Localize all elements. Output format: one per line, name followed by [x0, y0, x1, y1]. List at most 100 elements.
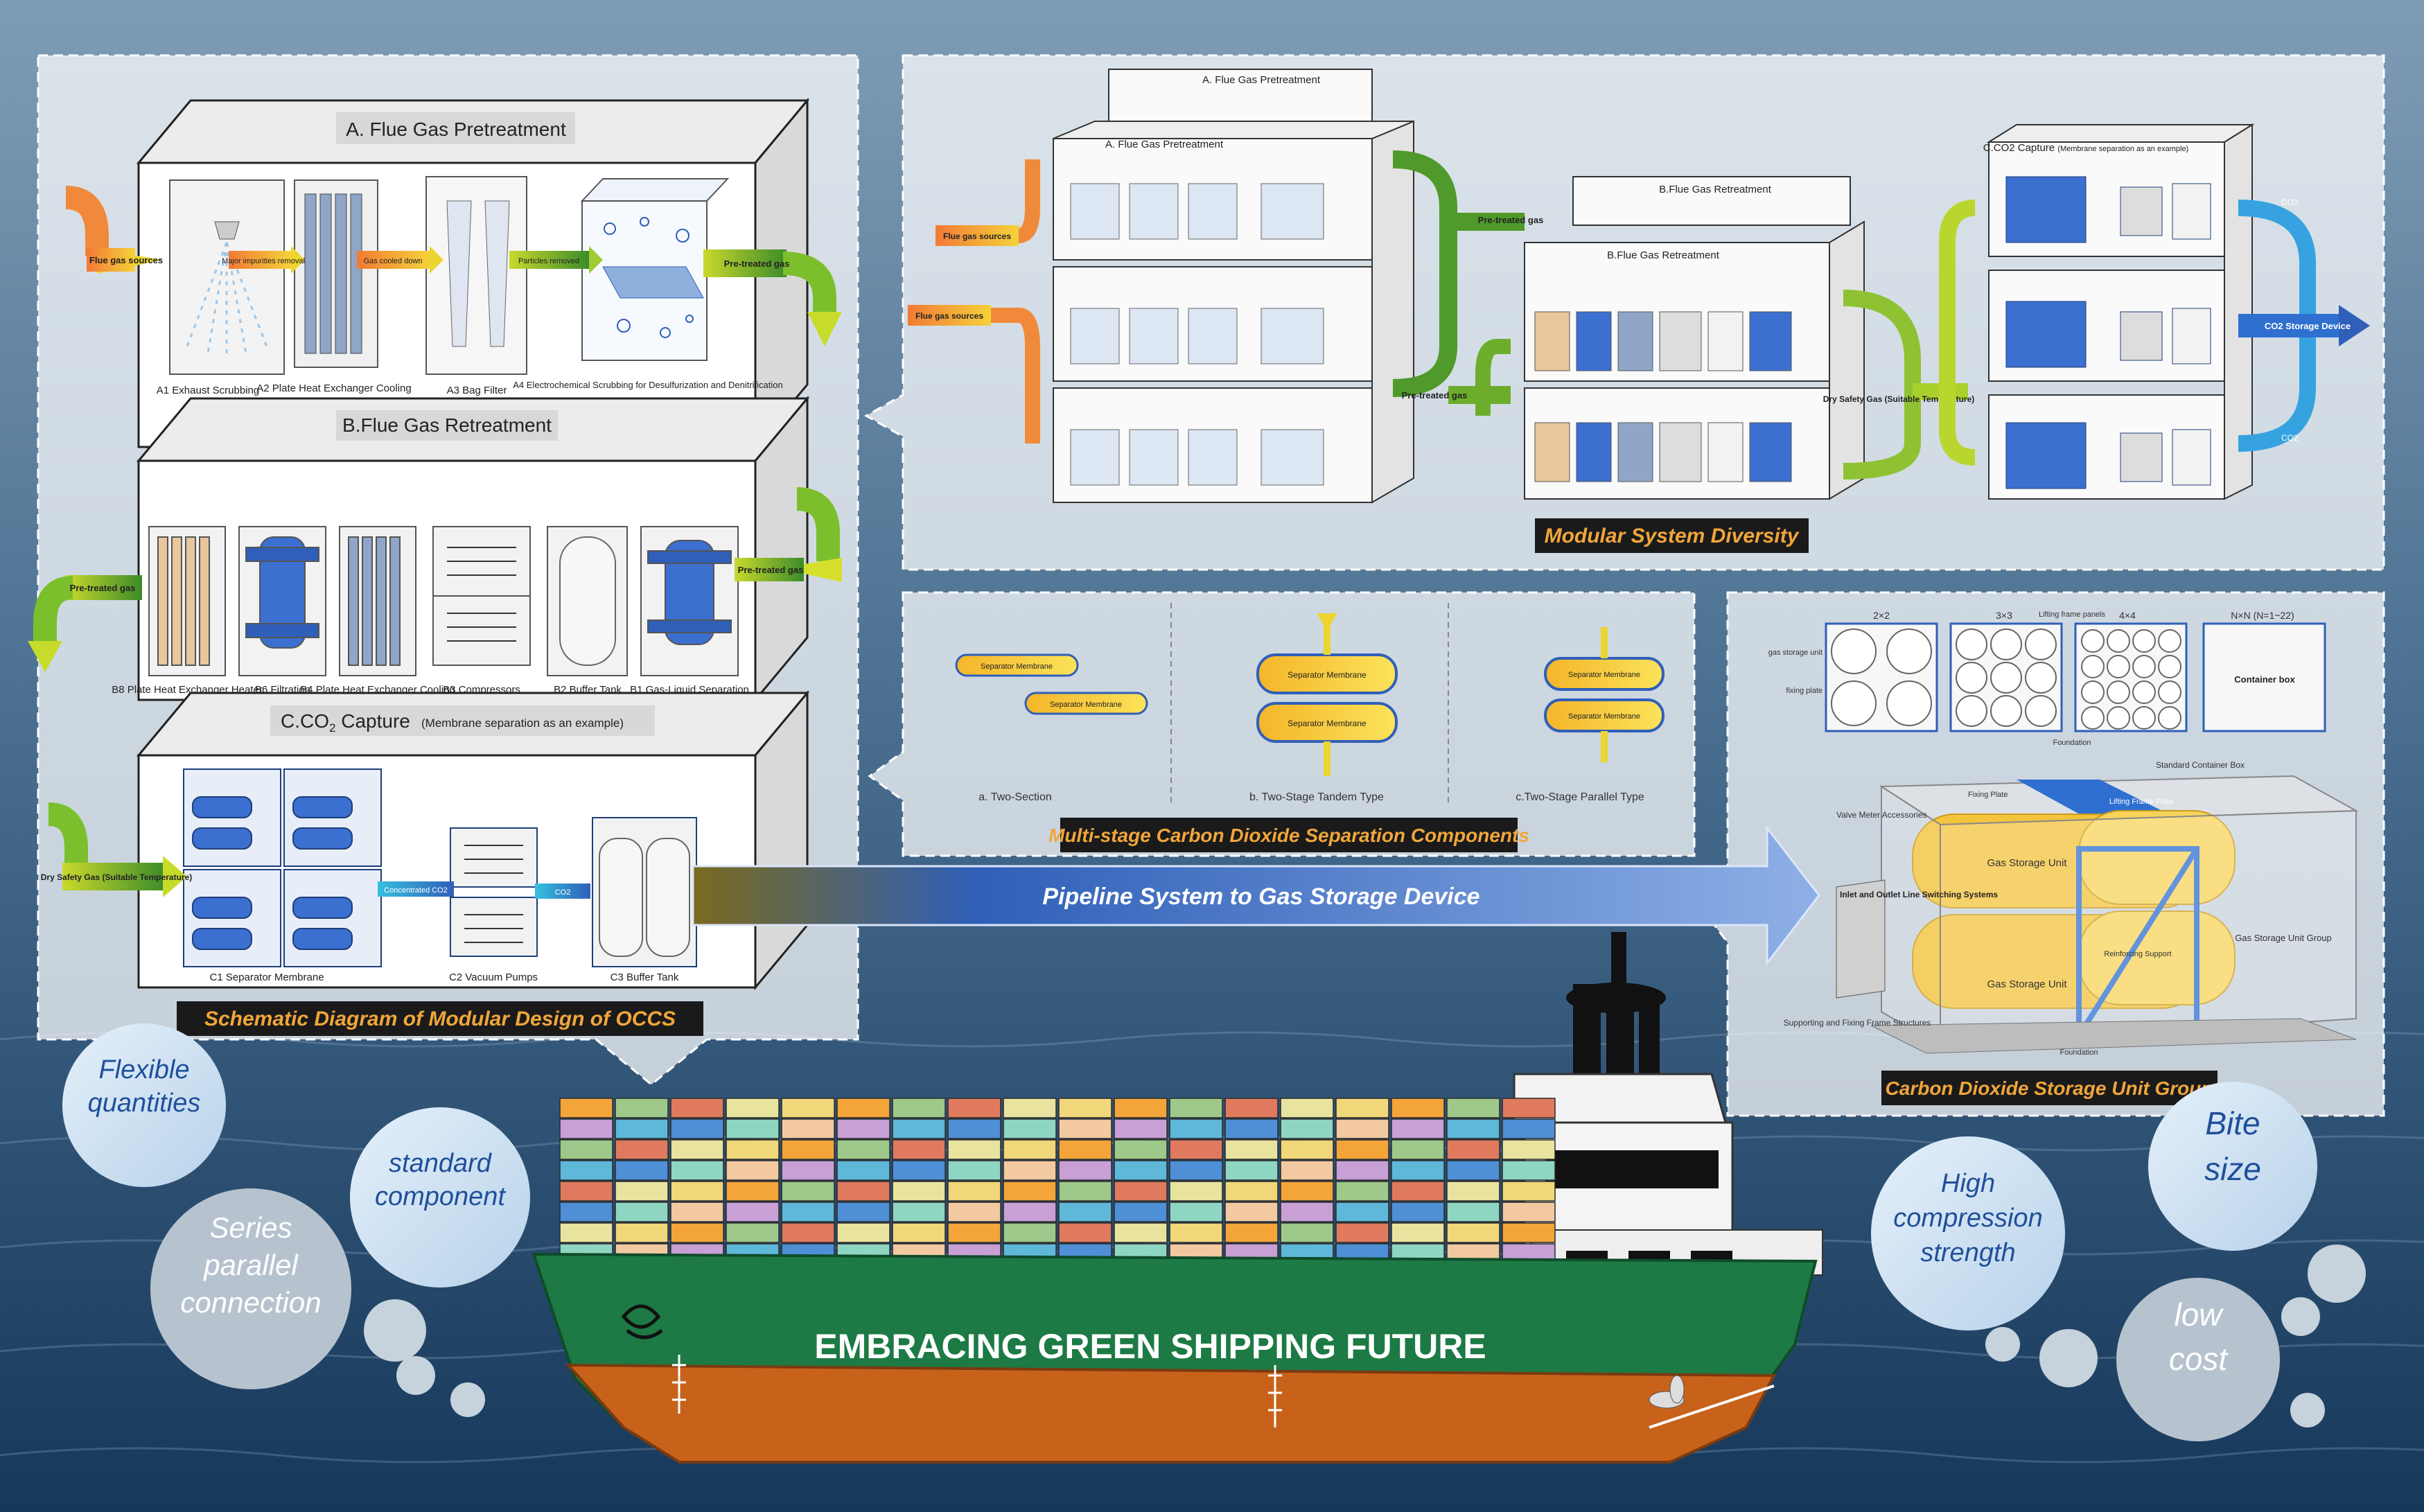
membrane-c2: Separator Membrane	[1568, 712, 1640, 721]
grid-label-2x2: 2×2	[1873, 610, 1890, 621]
container-box	[947, 1118, 1001, 1139]
container-box	[836, 1222, 890, 1243]
storage-panel: 2×2 3×3 4×4 N×N (N=1~22) gas storage uni…	[1710, 591, 2385, 1117]
container-box	[1502, 1222, 1556, 1243]
container-box	[1446, 1118, 1500, 1139]
module-b: B.Flue Gas Retreatment	[28, 395, 842, 703]
storage-grid-cells	[1831, 628, 2181, 730]
modular-pre-treated-2: Pre-treated gas	[1402, 390, 1468, 401]
container-box	[1335, 1222, 1389, 1243]
container-box	[947, 1160, 1001, 1181]
container-box	[1280, 1202, 1334, 1222]
c1-label: C1 Separator Membrane	[209, 972, 324, 983]
storage-container: Lifting Frame Plate Fixing Plate Gas Sto…	[1784, 775, 2359, 1057]
container-box	[781, 1118, 835, 1139]
container-box	[1280, 1098, 1334, 1118]
container-box	[1391, 1160, 1445, 1181]
container-box	[1224, 1098, 1279, 1118]
standard-container-label: Standard Container Box	[2156, 760, 2245, 770]
container-box	[947, 1202, 1001, 1222]
container-box	[559, 1222, 613, 1243]
propeller-icon	[1649, 1375, 1685, 1409]
container-box	[1114, 1118, 1168, 1139]
anchor-icon	[621, 1304, 663, 1339]
foundation-label: Foundation	[2053, 739, 2091, 747]
membrane-a1: Separator Membrane	[981, 662, 1053, 671]
supporting-label: Supporting and Fixing Frame Structures	[1784, 1018, 1931, 1028]
container-box	[1058, 1181, 1112, 1202]
container-box	[615, 1160, 669, 1181]
container-box	[1114, 1181, 1168, 1202]
container-box	[781, 1222, 835, 1243]
container-box	[726, 1222, 780, 1243]
container-box	[615, 1202, 669, 1222]
bubble-low	[2116, 1278, 2280, 1441]
flue-gas-sources-label: Flue gas sources	[89, 255, 163, 265]
container-box	[836, 1181, 890, 1202]
modular-a-rows	[1070, 183, 1324, 486]
container-box-label: Container box	[2234, 674, 2295, 685]
container-box	[1280, 1118, 1334, 1139]
occs-caption: Schematic Diagram of Modular Design of O…	[204, 1008, 676, 1030]
gas-storage-unit-label: gas storage unit	[1768, 649, 1823, 657]
container-box	[1224, 1160, 1279, 1181]
container-box	[726, 1160, 780, 1181]
container-box	[1335, 1202, 1389, 1222]
container-box	[615, 1222, 669, 1243]
modular-panel: A. Flue Gas Pretreatment A. Flue Gas Pre…	[863, 54, 2385, 571]
container-box	[1003, 1202, 1057, 1222]
container-box	[1335, 1181, 1389, 1202]
container-box	[559, 1202, 613, 1222]
separation-panel: Separator Membrane Separator Membrane a.…	[868, 591, 1696, 857]
container-box	[1058, 1098, 1112, 1118]
container-box	[726, 1181, 780, 1202]
container-box	[781, 1181, 835, 1202]
container-box	[892, 1181, 946, 1202]
container-box	[1391, 1098, 1445, 1118]
bubble-high	[1871, 1136, 2065, 1330]
module-c-note: (Membrane separation as an example)	[421, 717, 624, 730]
membrane-c1: Separator Membrane	[1568, 671, 1640, 679]
container-box	[1003, 1222, 1057, 1243]
container-box	[1169, 1181, 1223, 1202]
container-box	[1391, 1202, 1445, 1222]
modular-flue-gas-1: Flue gas sources	[943, 231, 1011, 241]
pipeline-label: Pipeline System to Gas Storage Device	[1042, 884, 1479, 910]
container-box	[1003, 1160, 1057, 1181]
concentrated-co2-label: Concentrated CO2	[384, 886, 448, 895]
bubble-bite	[2148, 1082, 2317, 1251]
sep-b-label: b. Two-Stage Tandem Type	[1249, 791, 1384, 803]
modular-b-rows	[1534, 311, 1792, 482]
dry-gas-label-c: Dry Safety Gas (Suitable Temperature)	[41, 872, 193, 882]
container-box	[1003, 1098, 1057, 1118]
container-box	[1114, 1098, 1168, 1118]
container-box	[947, 1139, 1001, 1160]
gas-cooled-label: Gas cooled down	[364, 257, 423, 265]
container-box	[1280, 1222, 1334, 1243]
container-box	[1224, 1202, 1279, 1222]
a3-label: A3 Bag Filter	[447, 385, 507, 396]
container-box	[615, 1181, 669, 1202]
module-a-title: A. Flue Gas Pretreatment	[346, 118, 566, 140]
modular-dry-gas: Dry Safety Gas (Suitable Temperature)	[1823, 394, 1975, 404]
lifting-frame-panels-label: Lifting frame panels	[2039, 610, 2105, 619]
container-box	[1446, 1139, 1500, 1160]
draft-marks	[672, 1355, 1282, 1427]
c3-label: C3 Buffer Tank	[611, 972, 679, 983]
container-box	[781, 1139, 835, 1160]
membrane-b1: Separator Membrane	[1288, 670, 1367, 680]
container-box	[1224, 1118, 1279, 1139]
container-box	[615, 1118, 669, 1139]
reinforcing-label: Reinforcing Support	[2104, 950, 2171, 958]
container-box	[1058, 1139, 1112, 1160]
container-box	[1169, 1118, 1223, 1139]
container-box	[892, 1098, 946, 1118]
modular-caption: Modular System Diversity	[1545, 525, 1800, 547]
c2-label: C2 Vacuum Pumps	[449, 972, 538, 983]
container-box	[892, 1160, 946, 1181]
container-box	[1446, 1222, 1500, 1243]
